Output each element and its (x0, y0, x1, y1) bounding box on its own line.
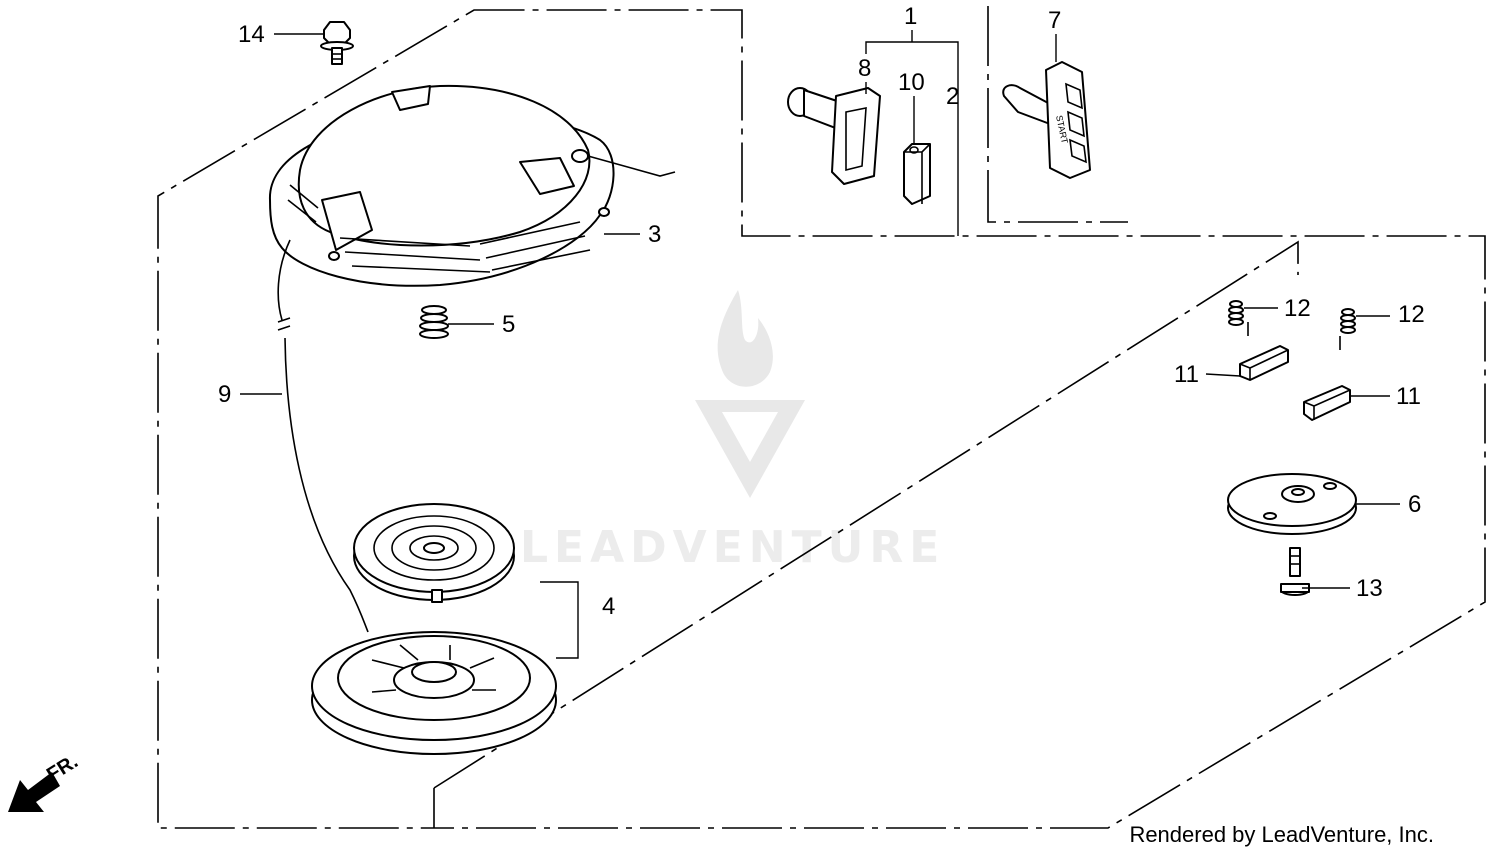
setting-bolt (1280, 547, 1310, 596)
grip-insert (903, 143, 931, 205)
flange-bolt (320, 21, 354, 65)
callout-7: 7 (1048, 7, 1061, 34)
callout-10: 10 (898, 69, 925, 96)
callout-8: 8 (858, 55, 871, 82)
callout-3: 3 (648, 221, 661, 248)
ratchet-guide (1227, 473, 1357, 535)
callout-13: 13 (1356, 575, 1383, 602)
starter-reel (311, 631, 557, 755)
recoil-starter-case (268, 84, 676, 287)
render-credit: Rendered by LeadVenture, Inc. (1129, 822, 1434, 847)
callout-11-left: 11 (1174, 361, 1199, 388)
callouts: 1 2 3 4 5 6 7 8 9 10 11 11 12 12 13 14 (218, 3, 1425, 620)
front-direction-arrow: FR. (8, 751, 82, 812)
watermark-text: LEADVENTURE (520, 522, 945, 573)
watermark-logo: LEADVENTURE (520, 290, 945, 573)
callout-5: 5 (502, 311, 515, 338)
callout-6: 6 (1408, 491, 1421, 518)
ratchet-pawl-right (1303, 385, 1351, 421)
callout-12-left: 12 (1284, 295, 1311, 322)
assembly-frame (157, 6, 1486, 829)
callout-14: 14 (238, 21, 265, 48)
callout-1: 1 (904, 3, 917, 30)
start-grip: START (1002, 61, 1091, 179)
starter-grip (787, 87, 881, 185)
starter-rope (277, 239, 369, 633)
ratchet-spring-right (1339, 308, 1356, 350)
callout-9: 9 (218, 381, 231, 408)
ratchet-pawl-left (1239, 345, 1289, 381)
ratchet-spring-left (1228, 300, 1249, 336)
friction-spring (419, 305, 449, 339)
leader-lines (240, 33, 1400, 589)
recoil-spring (353, 503, 515, 603)
callout-2: 2 (946, 83, 959, 110)
callout-12-right: 12 (1398, 301, 1425, 328)
callout-11-right: 11 (1396, 383, 1421, 410)
callout-4: 4 (602, 593, 615, 620)
